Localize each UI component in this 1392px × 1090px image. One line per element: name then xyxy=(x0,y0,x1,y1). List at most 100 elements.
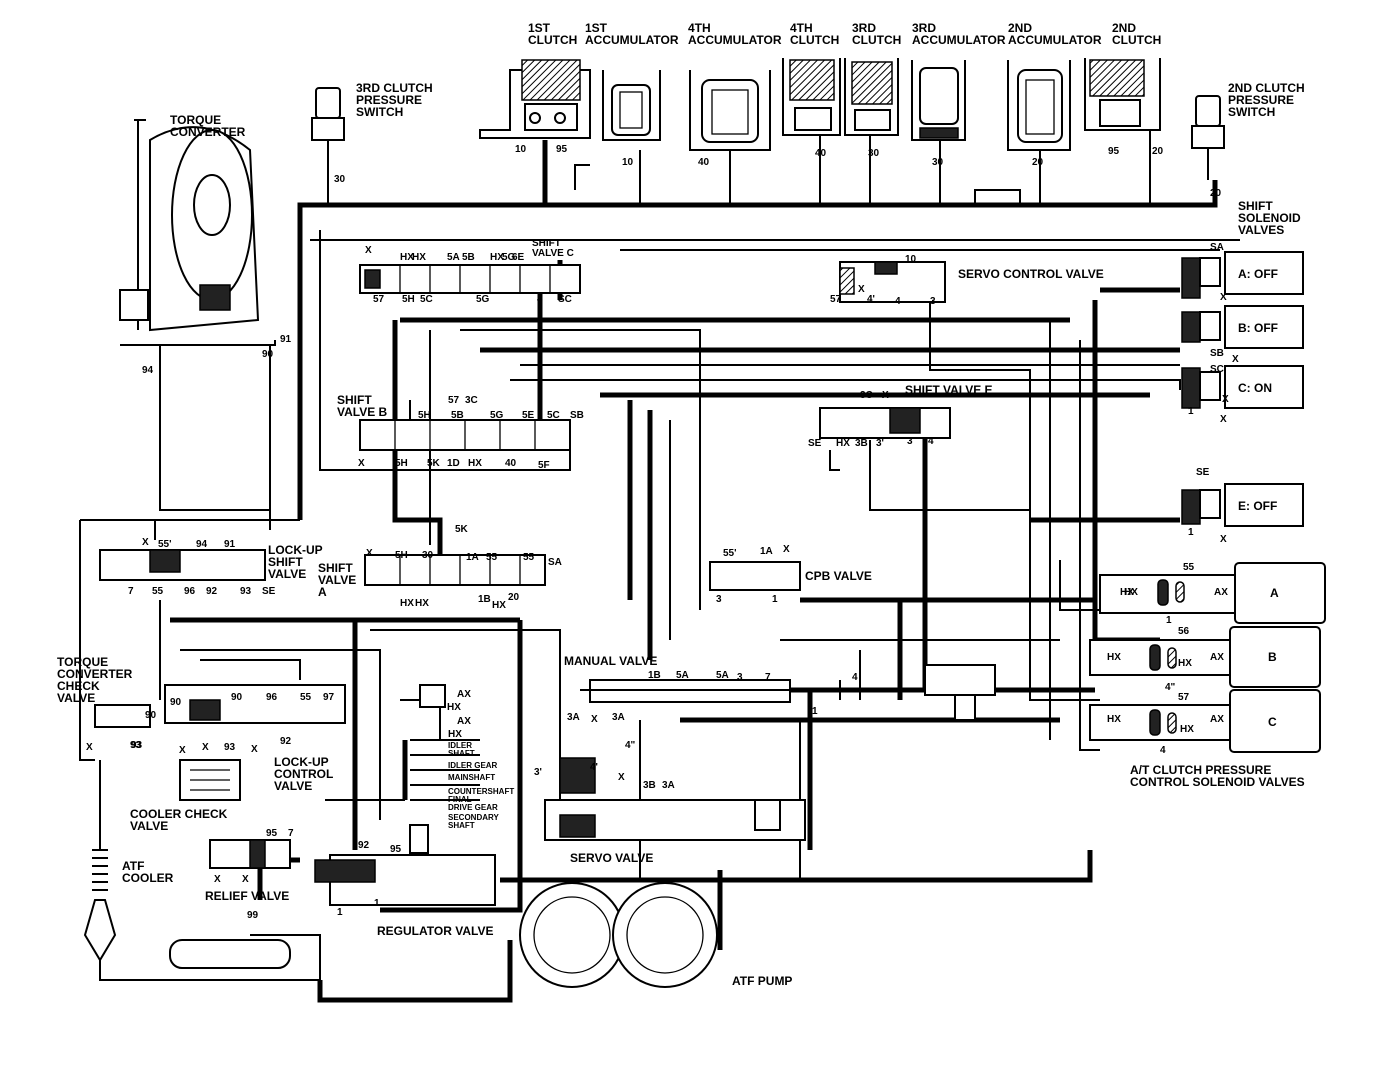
port-label-misc-0: 99 xyxy=(247,910,259,921)
port-label-svc-top-4: 5B xyxy=(462,252,475,263)
port-label-svc-mid-1: 5H xyxy=(402,294,415,305)
port-label-lockctl-2: 96 xyxy=(266,692,278,703)
port-label-lockctl-9: 92 xyxy=(280,736,292,747)
port-label-sva-bot-0: HX xyxy=(400,598,414,609)
port-label-lockup-0: X xyxy=(142,537,149,548)
port-label-svb-bot-2: 5K xyxy=(427,458,441,469)
port-label-lockctl-5: X xyxy=(179,745,186,756)
port-label-clutch-row-8: 95 xyxy=(1108,146,1120,157)
port-label-lockctl-1: 90 xyxy=(231,692,243,703)
port-label-svb-bot-1: 5H xyxy=(395,458,408,469)
port-label-switch2-0: 20 xyxy=(1210,188,1222,199)
port-label-lockup-8: 93 xyxy=(240,586,252,597)
port-label-svb-bot-3: 1D xyxy=(447,458,460,469)
port-label-servo-0: 4' xyxy=(590,762,598,773)
port-label-lockctl-7: 93 xyxy=(224,742,236,753)
port-label-cpb-4: 1 xyxy=(772,594,778,605)
port-label-sva-top-2: 5H xyxy=(395,550,408,561)
port-label-clutch-row-0: 10 xyxy=(515,144,527,155)
port-label-lockup-6: 96 xyxy=(184,586,196,597)
port-label-lockctl-8: X xyxy=(251,744,258,755)
port-label-tccv-0: 90 xyxy=(145,710,157,721)
port-label-sol-x-0: X xyxy=(1220,292,1227,303)
port-label-regulator-3: 1 xyxy=(374,898,380,909)
port-label-ps-0: HX xyxy=(1124,587,1138,598)
port-label-manual-4: 7 xyxy=(765,672,771,683)
port-label-sve-7: 4 xyxy=(928,436,934,447)
port-label-cpb-0: 55' xyxy=(723,548,737,559)
fourth-accumulator-drawing xyxy=(689,70,771,151)
label-relief-valve: RELIEF VALVE xyxy=(205,889,289,903)
port-label-tc-0: 91 xyxy=(280,334,292,345)
first-clutch-drawing xyxy=(479,59,591,139)
port-label-ps-4: HX xyxy=(1107,652,1121,663)
port-label-lockctl-0: 90 xyxy=(170,697,182,708)
port-label-regulator-1: 95 xyxy=(390,844,402,855)
port-label-servo-4: 4" xyxy=(625,740,636,751)
port-label-manual-9: 1 xyxy=(812,706,818,717)
port-label-servo-2: 3B xyxy=(643,780,656,791)
solenoid-a-state: A: OFF xyxy=(1238,267,1278,281)
port-label-sve-4: 3B xyxy=(855,438,868,449)
port-label-sol-x-1: X xyxy=(1232,354,1239,365)
third-clutch-drawing xyxy=(844,58,899,136)
port-label-clutch-row-3: 40 xyxy=(698,157,710,168)
port-label-svc-top-2: HX xyxy=(412,252,426,263)
port-label-svb-top-3: 5B xyxy=(451,410,464,421)
port-label-relief-1: 7 xyxy=(288,828,294,839)
port-label-tc-1: 90 xyxy=(262,349,274,360)
port-label-svc-top-3: 5A xyxy=(447,252,460,263)
port-label-manual-5: 4 xyxy=(852,672,858,683)
port-label-sve-5: 3' xyxy=(876,438,884,449)
port-label-svb-bot-5: 40 xyxy=(505,458,517,469)
port-label-svb-top-5: 5E xyxy=(522,410,535,421)
pressure-solenoid-c-port: 57 xyxy=(1178,692,1190,703)
port-label-clutch-row-7: 20 xyxy=(1032,157,1044,168)
port-label-sva-top-3: 30 xyxy=(422,550,434,561)
solenoid-a-port: SA xyxy=(1210,242,1224,253)
port-label-shafts-1: HX xyxy=(447,702,461,713)
port-label-ps-6: AX xyxy=(1210,652,1224,663)
port-label-svc-top-5: HX xyxy=(490,252,504,263)
port-label-servo-ctrl-2: X xyxy=(858,284,865,295)
port-label-svc-mid-2: 5C xyxy=(420,294,433,305)
clutch-accumulator-row xyxy=(479,58,1161,151)
port-label-lockup-3: 91 xyxy=(224,539,236,550)
port-label-manual-3: 3 xyxy=(737,672,743,683)
third-accumulator-drawing xyxy=(911,60,966,141)
label-servo-control-valve: SERVO CONTROL VALVE xyxy=(958,267,1104,281)
label-shift-valve-e: SHIFT VALVE E xyxy=(905,383,993,397)
solenoid-e-port: SE xyxy=(1196,467,1210,478)
port-label-clutch-row-9: 20 xyxy=(1152,146,1164,157)
pressure-solenoid-c: C xyxy=(1268,715,1277,729)
port-label-cpb-2: X xyxy=(783,544,790,555)
port-label-lockup-4: 7 xyxy=(128,586,134,597)
port-label-relief-2: X xyxy=(214,874,221,885)
pressure-solenoid-a-port: 55 xyxy=(1183,562,1195,573)
port-label-tccv-2: 93 xyxy=(131,740,143,751)
port-label-ps-5: HX xyxy=(1178,658,1192,669)
port-label-lockup-5: 55 xyxy=(152,586,164,597)
port-label-servo-ctrl-0: 10 xyxy=(905,254,917,265)
port-label-switch3-0: 30 xyxy=(334,174,346,185)
port-label-manual-0: 1B xyxy=(648,670,661,681)
port-label-relief-0: 95 xyxy=(266,828,278,839)
solenoid-b-port: SB xyxy=(1210,348,1224,359)
port-label-svc-top-6: 5G xyxy=(502,252,516,263)
port-label-svb-top-6: 5C xyxy=(547,410,560,421)
port-label-lockctl-3: 55 xyxy=(300,692,312,703)
port-label-shafts-0: AX xyxy=(457,689,471,700)
port-label-servo-ctrl-5: 3 xyxy=(930,296,936,307)
port-label-svc-top-0: X xyxy=(365,245,372,256)
port-label-sol-x-5: 1 xyxy=(1188,527,1194,538)
